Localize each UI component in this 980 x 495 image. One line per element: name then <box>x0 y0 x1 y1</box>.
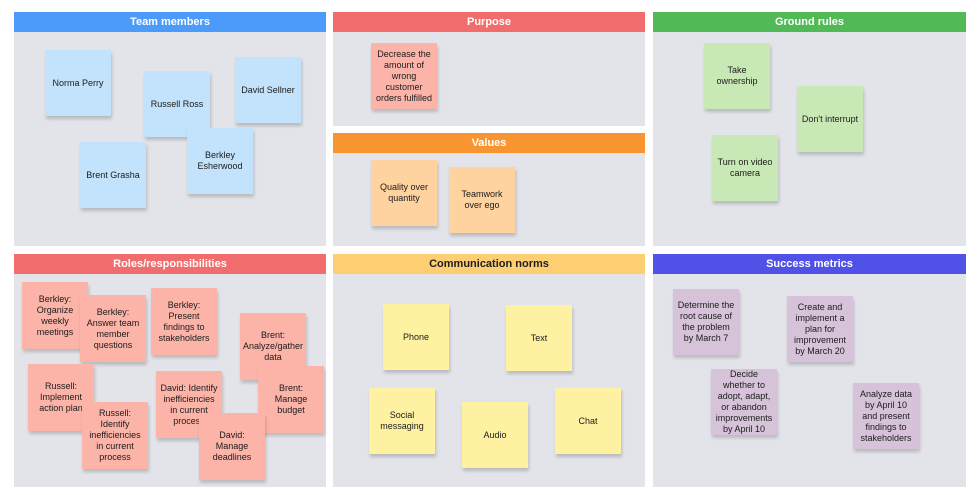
sticky-note[interactable]: Create and implement a plan for improvem… <box>787 296 853 362</box>
sticky-note[interactable]: Decrease the amount of wrong customer or… <box>371 43 437 109</box>
sticky-note[interactable]: Determine the root cause of the problem … <box>673 289 739 355</box>
sticky-note[interactable]: Brent Grasha <box>80 142 146 208</box>
panel-communication-norms: Communication norms Phone Text Social me… <box>333 254 645 487</box>
panel-team-members: Team members Norma Perry Russell Ross Da… <box>14 12 326 246</box>
sticky-note[interactable]: Berkley Esherwood <box>187 128 253 194</box>
panel-header-team-members: Team members <box>14 12 326 32</box>
sticky-note[interactable]: Decide whether to adopt, adapt, or aband… <box>711 369 777 435</box>
panel-header-values: Values <box>333 133 645 153</box>
panel-ground-rules: Ground rules Take ownership Don't interr… <box>653 12 966 246</box>
panel-header-purpose: Purpose <box>333 12 645 32</box>
sticky-note[interactable]: David Sellner <box>235 57 301 123</box>
panel-values: Values Quality over quantity Teamwork ov… <box>333 133 645 246</box>
sticky-note[interactable]: Berkley: Answer team member questions <box>80 295 146 362</box>
sticky-note[interactable]: Text <box>506 305 572 371</box>
panel-header-success: Success metrics <box>653 254 966 274</box>
sticky-note[interactable]: Don't interrupt <box>797 86 863 152</box>
sticky-note[interactable]: Brent: Manage budget <box>258 366 324 433</box>
sticky-note[interactable]: Russell: Implement action plan <box>28 364 94 431</box>
sticky-note[interactable]: Turn on video camera <box>712 135 778 201</box>
sticky-note[interactable]: Quality over quantity <box>371 160 437 226</box>
panel-header-roles: Roles/responsibilities <box>14 254 326 274</box>
sticky-note[interactable]: Take ownership <box>704 43 770 109</box>
sticky-note[interactable]: Berkley: Organize weekly meetings <box>22 282 88 349</box>
panel-success-metrics: Success metrics Determine the root cause… <box>653 254 966 487</box>
sticky-note[interactable]: Teamwork over ego <box>449 167 515 233</box>
sticky-note[interactable]: Russell Ross <box>144 71 210 137</box>
sticky-note[interactable]: Norma Perry <box>45 50 111 116</box>
sticky-note[interactable]: Audio <box>462 402 528 468</box>
sticky-note[interactable]: Russell: Identify inefficiencies in curr… <box>82 402 148 469</box>
sticky-note[interactable]: Phone <box>383 304 449 370</box>
sticky-note[interactable]: Berkley: Present findings to stakeholder… <box>151 288 217 355</box>
panel-roles-responsibilities: Roles/responsibilities Berkley: Organize… <box>14 254 326 487</box>
panel-header-communication: Communication norms <box>333 254 645 274</box>
panel-header-ground-rules: Ground rules <box>653 12 966 32</box>
sticky-note[interactable]: Social messaging <box>369 388 435 454</box>
sticky-note[interactable]: Analyze data by April 10 and present fin… <box>853 383 919 449</box>
panel-purpose: Purpose Decrease the amount of wrong cus… <box>333 12 645 126</box>
sticky-note[interactable]: Chat <box>555 388 621 454</box>
sticky-note[interactable]: David: Manage deadlines <box>199 413 265 480</box>
